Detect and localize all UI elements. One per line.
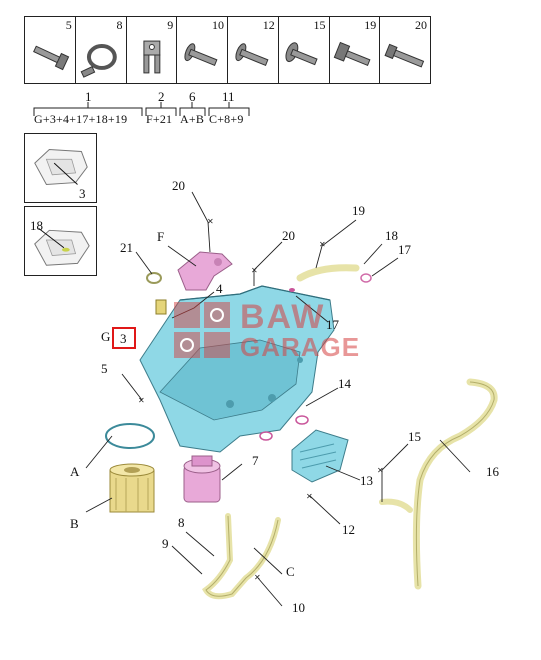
long-bolt-icon	[384, 43, 425, 68]
seal-14[interactable]	[295, 415, 309, 425]
callout-15[interactable]: 15	[408, 429, 421, 444]
callout-14[interactable]: 14	[338, 376, 351, 391]
oil-cooler-13[interactable]	[291, 429, 349, 483]
group-composition: A+B	[180, 112, 205, 126]
watermark-line1: BAW	[240, 298, 326, 336]
callout-b[interactable]: B	[70, 516, 79, 531]
group-composition: G+3+4+17+18+19	[34, 112, 128, 126]
callout-g[interactable]: G	[101, 329, 111, 344]
callout-18[interactable]: 18	[385, 228, 398, 243]
gasket-a[interactable]	[105, 423, 155, 449]
fastener-strip: 5 8 9 10 12 15 19 20	[24, 16, 431, 84]
fastener-number: 8	[116, 18, 123, 32]
callout-16[interactable]: 16	[486, 464, 499, 479]
flange-bolt-icon	[235, 43, 269, 66]
callout-5[interactable]: 5	[101, 361, 108, 376]
connection-markers: ✕ ✕ ✕ ✕ ✕ ✕ ✕	[138, 217, 384, 582]
thumbnail-number: 18	[30, 218, 43, 233]
watermark-logo-icon	[174, 302, 230, 358]
fastener-cell[interactable]: 12	[228, 17, 279, 83]
svg-text:✕: ✕	[319, 240, 326, 249]
callout-a[interactable]: A	[70, 464, 80, 479]
fastener-number: 10	[212, 18, 224, 32]
thumbnail-oil-pan[interactable]: 3	[24, 133, 97, 203]
group-number: 2	[158, 89, 165, 104]
callout-7[interactable]: 7	[252, 453, 259, 468]
seal-14b[interactable]	[259, 431, 273, 441]
fastener-number: 12	[262, 18, 275, 32]
fastener-cell[interactable]: 9	[127, 17, 178, 83]
callout-19[interactable]: 19	[352, 203, 365, 218]
hose-clamp-icon	[80, 44, 117, 78]
callout-c[interactable]: C	[286, 564, 295, 579]
housing-f-part[interactable]	[177, 251, 233, 291]
oil-pan-thumbnail-icon	[34, 227, 90, 266]
fastener-cell[interactable]: 19	[330, 17, 381, 83]
hex-bolt-icon	[33, 45, 70, 71]
callout-8[interactable]: 8	[178, 515, 185, 530]
callout-12[interactable]: 12	[342, 522, 355, 537]
fastener-number: 9	[167, 18, 174, 32]
fastener-cell[interactable]: 8	[76, 17, 127, 83]
fastener-cell[interactable]: 10	[177, 17, 228, 83]
o-ring-21[interactable]	[146, 272, 162, 284]
seal-17b[interactable]	[289, 288, 295, 292]
group-number: 6	[189, 89, 196, 104]
callout-3[interactable]: 3	[120, 331, 127, 346]
callout-f[interactable]: F	[157, 229, 165, 244]
filter-cap-7[interactable]	[183, 455, 221, 503]
svg-text:✕: ✕	[251, 266, 258, 275]
watermark-line2: GARAGE	[240, 332, 361, 362]
thumbnail-oil-pan-18[interactable]: 18	[24, 206, 97, 276]
fastener-cell[interactable]: 15	[279, 17, 330, 83]
thumbnail-number: 3	[79, 186, 86, 201]
callout-13[interactable]: 13	[360, 473, 373, 488]
callout-20[interactable]: 20	[172, 178, 185, 193]
fastener-cell[interactable]: 5	[25, 17, 76, 83]
svg-text:✕: ✕	[138, 396, 145, 405]
oil-pipe-16[interactable]	[412, 378, 498, 590]
pipe-19[interactable]	[296, 264, 360, 282]
group-composition: C+8+9	[209, 112, 244, 126]
callout-17-b[interactable]: 17	[326, 317, 339, 332]
seal-17[interactable]	[360, 273, 372, 283]
fastener-number: 20	[415, 18, 427, 32]
oil-filter-b[interactable]	[109, 463, 155, 513]
svg-text:✕: ✕	[306, 492, 313, 501]
svg-text:✕: ✕	[207, 217, 214, 226]
oil-pan-thumbnail-icon	[34, 149, 88, 186]
fastener-number: 19	[364, 18, 377, 32]
group-number: 11	[222, 89, 235, 104]
fastener-cell[interactable]: 20	[380, 17, 430, 83]
hex-flange-bolt-icon	[333, 41, 370, 66]
group-number: 1	[85, 89, 92, 104]
fitting-g[interactable]	[155, 299, 167, 315]
leader-lines	[85, 191, 471, 607]
callout-21[interactable]: 21	[120, 240, 133, 255]
callout-4[interactable]: 4	[216, 281, 223, 296]
flange-bolt-icon	[285, 42, 318, 66]
callout-17[interactable]: 17	[398, 242, 411, 257]
fastener-number: 15	[313, 18, 326, 32]
callout-9[interactable]: 9	[162, 536, 169, 551]
svg-text:✕: ✕	[254, 573, 261, 582]
svg-text:✕: ✕	[377, 466, 384, 475]
callout-10[interactable]: 10	[292, 600, 305, 615]
flange-bolt-icon	[184, 43, 218, 66]
bracket-clip-icon	[142, 40, 160, 74]
group-composition: F+21	[146, 112, 173, 126]
selected-part-highlight[interactable]	[112, 327, 136, 349]
callout-20-b[interactable]: 20	[282, 228, 295, 243]
oil-pipe-c[interactable]	[202, 513, 281, 600]
fastener-number: 5	[65, 18, 72, 32]
